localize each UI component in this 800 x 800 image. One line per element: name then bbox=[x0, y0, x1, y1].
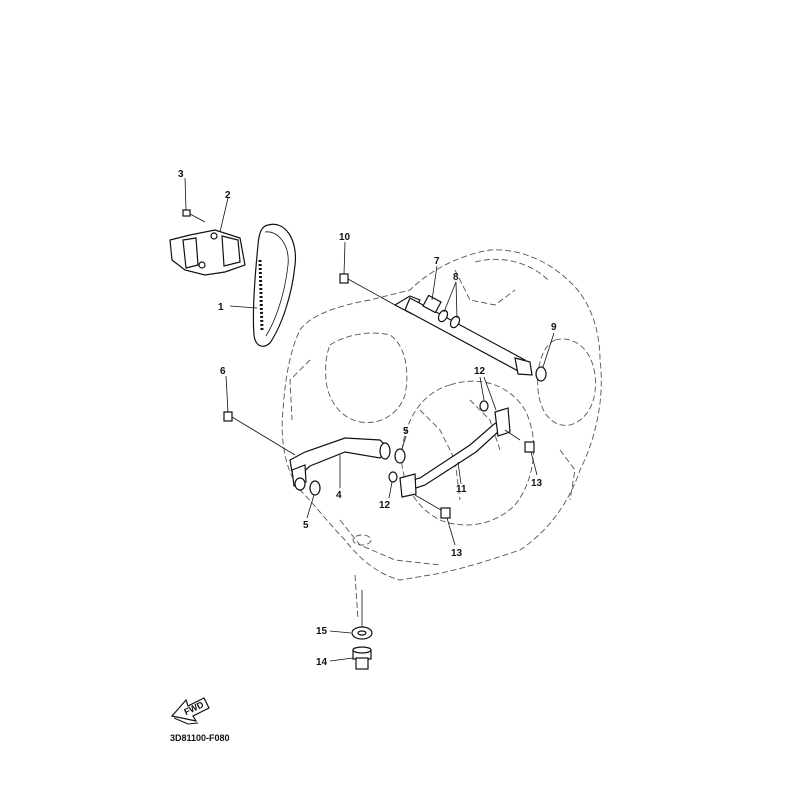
label-12a: 12 bbox=[474, 366, 486, 377]
leader-lines bbox=[184, 177, 555, 662]
screw-part-3 bbox=[182, 209, 206, 223]
label-13b: 13 bbox=[451, 548, 463, 559]
crankcase-outline bbox=[281, 249, 602, 621]
label-2: 2 bbox=[225, 190, 231, 201]
label-3: 3 bbox=[178, 169, 184, 180]
label-6: 6 bbox=[220, 366, 226, 377]
bolt-part-13b bbox=[414, 494, 451, 519]
bolt-part-6 bbox=[223, 411, 296, 456]
oring-part-9 bbox=[535, 366, 547, 382]
fwd-arrow-icon: FWD bbox=[170, 697, 210, 725]
chain-guide-part bbox=[169, 229, 246, 276]
chain-part bbox=[252, 223, 297, 347]
washer-part-15 bbox=[351, 626, 373, 640]
label-12b: 12 bbox=[379, 500, 391, 511]
label-8: 8 bbox=[453, 272, 459, 283]
label-9: 9 bbox=[551, 322, 557, 333]
shaft-part-7 bbox=[393, 294, 533, 376]
pipe-part-11 bbox=[399, 407, 511, 498]
label-1: 1 bbox=[218, 302, 224, 313]
label-13a: 13 bbox=[531, 478, 543, 489]
label-14: 14 bbox=[316, 657, 328, 668]
label-15: 15 bbox=[316, 626, 328, 637]
label-7: 7 bbox=[434, 256, 440, 267]
label-11: 11 bbox=[456, 484, 467, 495]
diagram-code: 3D81100-F080 bbox=[170, 733, 230, 743]
label-5a: 5 bbox=[403, 426, 409, 437]
pipe-part-4 bbox=[289, 437, 391, 491]
label-4: 4 bbox=[336, 490, 342, 501]
oring-part-12b bbox=[388, 471, 398, 483]
bolt-part-13a bbox=[504, 429, 535, 453]
drain-plug-part-14 bbox=[352, 646, 372, 670]
oring-part-5a bbox=[394, 448, 406, 464]
oring-part-5b bbox=[309, 480, 321, 496]
oring-part-12a bbox=[479, 400, 489, 412]
label-5b: 5 bbox=[303, 520, 309, 531]
label-10: 10 bbox=[339, 232, 351, 243]
